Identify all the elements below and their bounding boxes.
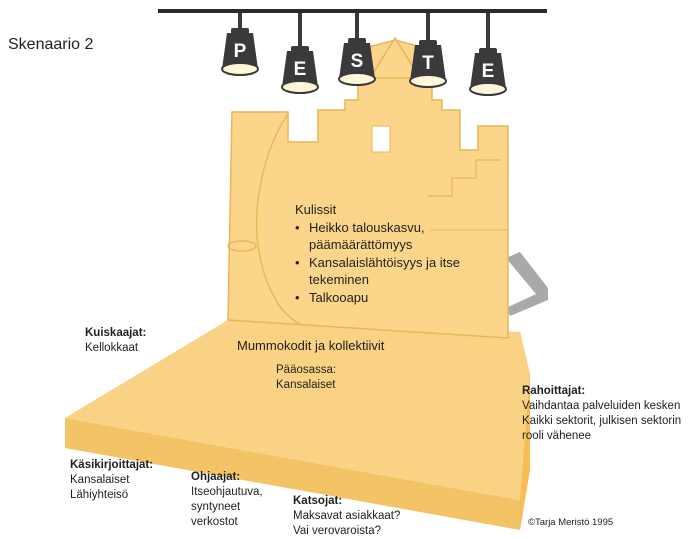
spotlight-letter: S <box>351 51 364 72</box>
role-line: verkostot <box>191 516 238 528</box>
role-funders: Rahoittajat: Vaihdantaa palveluiden kesk… <box>522 384 681 444</box>
curtain-tie <box>227 240 257 252</box>
spotlight-lens <box>221 62 259 76</box>
spotlight-lens <box>409 74 447 88</box>
backdrop-text: Kulissit Heikko talouskasvu, päämäärättöm… <box>295 201 460 306</box>
spotlight-hanger <box>426 13 430 42</box>
spotlight-hanger <box>238 13 242 30</box>
backdrop-list: Heikko talouskasvu, päämäärättömyys Kansa… <box>295 219 460 307</box>
spotlight-housing <box>410 45 446 81</box>
role-line: Maksavat asiakkaat? <box>293 510 401 522</box>
spotlight-hanger <box>486 13 490 50</box>
tower-window <box>371 125 391 153</box>
role-label: Rahoittajat: <box>522 385 586 397</box>
spotlight-e-2: E <box>281 13 319 94</box>
role-directors: Ohjaajat: Itseohjautuva, syntyneet verko… <box>191 470 263 530</box>
role-line: Vai verovaroista? <box>293 525 381 537</box>
spotlight-letter: P <box>234 41 247 62</box>
spotlight-yoke <box>291 46 309 52</box>
spotlight-lens <box>469 82 507 96</box>
stage-title: Mummokodit ja kollektiivit <box>237 338 385 353</box>
role-writers: Käsikirjoittajat: Kansalaiset Lähiyhteis… <box>70 458 153 503</box>
scenario-title: Skenaario 2 <box>8 36 94 53</box>
spotlight-lens <box>281 80 319 94</box>
spotlight-housing <box>470 53 506 89</box>
wall-steps <box>428 159 500 197</box>
role-line: Kansalaiset <box>70 474 130 486</box>
role-line: Vaihdantaa palveluiden kesken <box>522 400 681 412</box>
lead-value: Kansalaiset <box>276 379 336 391</box>
backdrop-item-text: Kansalaislähtöisyys ja itse <box>309 254 461 270</box>
spotlight-yoke <box>231 28 249 34</box>
stage-front <box>65 418 520 530</box>
role-line: Itseohjautuva, <box>191 486 263 498</box>
spotlight-hanger <box>298 13 302 48</box>
spotlight-hanger <box>355 13 359 40</box>
role-prompters: Kuiskaajat: Kellokkaat <box>85 326 146 356</box>
spotlight-housing <box>339 43 375 79</box>
spotlight-e-5: E <box>469 13 507 96</box>
lighting-rig-bar <box>158 9 547 13</box>
spotlight-housing <box>222 33 258 69</box>
spotlight-yoke <box>419 40 437 46</box>
role-line: Kellokkaat <box>85 342 139 354</box>
backdrop-item: Kansalaislähtöisyys ja itse tekeminen <box>295 254 460 289</box>
tower-roof <box>368 36 422 79</box>
backdrop-item-text: päämäärättömyys <box>309 237 413 252</box>
role-label: Kuiskaajat: <box>85 327 147 339</box>
spotlight-t-4: T <box>409 13 447 88</box>
support-bracket <box>506 252 548 316</box>
spotlight-letter: E <box>294 59 307 80</box>
role-line: Lähiyhteisö <box>70 489 129 501</box>
spotlight-letter: T <box>422 53 434 74</box>
backdrop-item-text: tekeminen <box>309 272 369 287</box>
role-label: Katsojat: <box>293 495 343 507</box>
spotlight-lens <box>338 72 376 86</box>
role-line: rooli vähenee <box>522 430 592 442</box>
backdrop-heading: Kulissit <box>295 202 337 217</box>
role-audience: Katsojat: Maksavat asiakkaat? Vai verova… <box>293 494 400 539</box>
role-line: syntyneet <box>191 501 241 513</box>
lead-label: Pääosassa: <box>276 364 337 376</box>
copyright: ©Tarja Meristö 1995 <box>528 517 614 528</box>
role-label: Käsikirjoittajat: <box>70 459 154 471</box>
backdrop-item: Heikko talouskasvu, päämäärättömyys <box>295 219 460 254</box>
curtain <box>255 113 301 325</box>
spotlight-yoke <box>348 38 366 44</box>
lead-role: Pääosassa: Kansalaiset <box>276 363 336 393</box>
spotlight-letter: E <box>482 61 495 82</box>
spotlight-yoke <box>479 48 497 54</box>
spotlight-s-3: S <box>338 13 376 86</box>
backdrop-item-text: Talkooapu <box>309 289 369 305</box>
role-label: Ohjaajat: <box>191 471 241 483</box>
stage-floor <box>65 320 530 500</box>
backdrop-item: Talkooapu <box>295 289 460 307</box>
spotlight-p-1: P <box>221 13 259 76</box>
backdrop-item-text: Heikko talouskasvu, <box>309 219 425 235</box>
role-line: Kaikki sektorit, julkisen sektorin <box>522 415 682 427</box>
spotlight-housing <box>282 51 318 87</box>
